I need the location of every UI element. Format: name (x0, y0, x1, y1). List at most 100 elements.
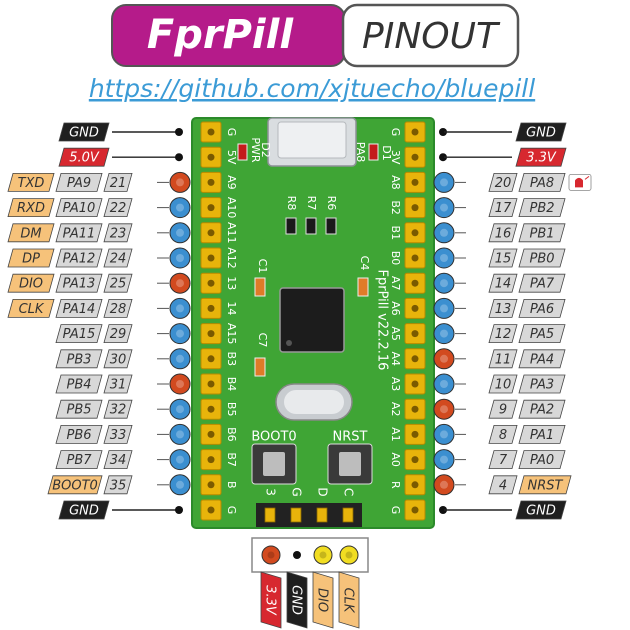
pin-port-label: GND (526, 126, 556, 141)
pin-number-box (488, 424, 518, 444)
pin-dot (439, 506, 447, 514)
pin-number-box (488, 374, 518, 394)
silk-r7: R7 (305, 196, 318, 211)
pin-number-box (488, 298, 518, 318)
mcu-pin1-mark (286, 340, 292, 346)
silk-pwr: PWR (249, 137, 262, 163)
led-icon-body (575, 177, 583, 188)
pin-function-label-box (7, 198, 55, 218)
pin-port-label-box (518, 475, 572, 495)
pin-dot (433, 197, 455, 219)
pin-number: 20 (495, 176, 512, 191)
pad-silk-label: A11 (225, 222, 238, 244)
pin-dot (169, 449, 191, 471)
pin-dot (439, 153, 447, 162)
pin-dot (169, 272, 191, 294)
left-pin-row: GND (58, 122, 183, 142)
swd-label-box (312, 571, 334, 629)
pin-port-label-box (518, 172, 566, 192)
pin-port-label: PA13 (63, 277, 96, 292)
pin-dot-highlight (440, 178, 448, 187)
pin-dot (169, 398, 191, 420)
swd-dot (313, 545, 333, 565)
pad-silk-label: A2 (389, 402, 402, 417)
pin-dot (169, 222, 191, 244)
pin-port-label-box (55, 324, 103, 344)
pin-function-label: CLK (19, 302, 45, 317)
swd-label-box (338, 571, 360, 629)
pad-hole (207, 506, 215, 514)
pad-silk-label: A1 (389, 427, 402, 442)
pin-number-box (488, 248, 518, 268)
capacitor-c7 (254, 357, 266, 377)
pad-silk-label: 14 (225, 301, 238, 315)
pin-port-label-box (518, 374, 566, 394)
pad-silk-label: A7 (389, 276, 402, 291)
pin-port-label: PA2 (530, 403, 554, 418)
pad-hole (411, 481, 419, 489)
brand-title: FprPill (147, 12, 294, 58)
silk-c7: C7 (256, 333, 269, 348)
pin-number-box (103, 172, 133, 192)
pin-number: 15 (495, 252, 512, 267)
swd-dot (293, 551, 301, 559)
pin-port-label: PA3 (530, 378, 554, 393)
pin-number: 13 (495, 302, 512, 317)
swd-label: DIO (312, 571, 334, 629)
boot0-button-cap (263, 452, 285, 476)
pin-port-label-box (518, 324, 566, 344)
repo-link[interactable]: https://github.com/xjtuecho/bluepill (89, 74, 535, 103)
pin-port-label: PA10 (63, 201, 96, 216)
pin-port-label-box (55, 273, 103, 293)
pin-port-label-box (55, 424, 103, 444)
pin-function-label: RXD (17, 201, 45, 216)
swd-label: GND (286, 571, 308, 629)
pin-port-label-box (518, 273, 566, 293)
pin-number: 16 (495, 226, 512, 241)
pin-number: 11 (495, 352, 512, 367)
pin-number: 28 (110, 302, 127, 317)
pad-silk-label: B7 (225, 452, 238, 467)
pin-dot-highlight (176, 279, 184, 288)
pin-port-label-box (55, 450, 103, 470)
pin-port-label: PB6 (66, 428, 91, 443)
swd-silk-label: D (316, 487, 330, 496)
pad-hole (207, 355, 215, 363)
pad-silk-label: B2 (389, 200, 402, 215)
pin-dot-highlight (440, 329, 448, 338)
pin-port-label-box (515, 500, 567, 520)
silk-c1: C1 (256, 259, 269, 274)
pin-number: 25 (110, 277, 127, 292)
pin-dot-highlight (440, 405, 448, 414)
pin-port-label-box (55, 172, 103, 192)
pin-port-label-box (518, 349, 566, 369)
pin-dot (433, 272, 455, 294)
pin-dot (169, 348, 191, 370)
pin-dot (439, 128, 447, 136)
pad-hole (207, 304, 215, 312)
pin-port-label-box (55, 248, 103, 268)
pin-port-label-box (518, 223, 566, 243)
pin-port-label-box (58, 122, 110, 142)
pad-hole (411, 330, 419, 338)
pad-silk-label: A15 (225, 323, 238, 345)
pin-dot (433, 423, 455, 445)
pin-number: 8 (499, 428, 507, 443)
pin-dot-highlight (176, 380, 184, 388)
swd-pin (264, 507, 276, 523)
swd-pin (316, 507, 328, 523)
pin-port-label-box (518, 424, 566, 444)
pad-hole (411, 229, 419, 237)
pad-silk-label: G (225, 506, 238, 515)
pad-silk-label: B1 (389, 226, 402, 241)
pad-hole (207, 456, 215, 464)
pin-port-label: PA7 (530, 277, 555, 292)
pa8-led (368, 143, 379, 161)
